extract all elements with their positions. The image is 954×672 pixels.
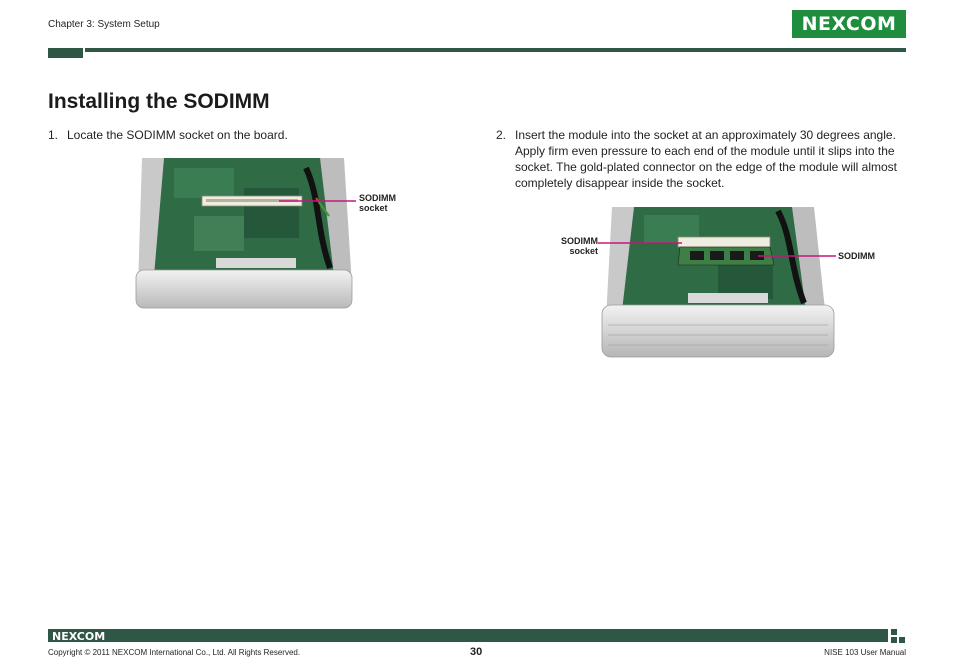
page-title: Installing the SODIMM [48, 90, 270, 113]
nexcom-logo: NEXCOM [792, 10, 906, 38]
step-2-text: Insert the module into the socket at an … [515, 128, 898, 190]
figure-2-socket-callout-line1: SODIMM [561, 236, 598, 246]
figure-1-callout-line2: socket [359, 203, 388, 213]
figure-1-callout: SODIMM socket [359, 193, 396, 213]
footer-bar [48, 629, 888, 642]
figure-2-socket-callout-line2: socket [569, 246, 598, 256]
step-1-text: Locate the SODIMM socket on the board. [67, 128, 288, 142]
step-1: 1. Locate the SODIMM socket on the board… [48, 127, 448, 143]
figure-1-sodimm-socket-photo [135, 158, 356, 309]
copyright-text: Copyright © 2011 NEXCOM International Co… [48, 648, 301, 657]
page-number: 30 [470, 646, 483, 658]
footer-logo: NEXCOM [52, 630, 106, 643]
footer-corner-mark [899, 637, 905, 643]
manual-name: NISE 103 User Manual [824, 648, 906, 657]
chapter-label: Chapter 3: System Setup [48, 19, 160, 30]
footer-corner-mark [891, 637, 897, 643]
step-2: 2. Insert the module into the socket at … [496, 127, 908, 191]
figure-2-module-callout: SODIMM [838, 251, 875, 261]
logo-text: NEXCOM [801, 13, 897, 35]
figure-2-sodimm-insert-photo [598, 207, 836, 358]
step-2-number: 2. [496, 128, 507, 142]
figure-2-socket-callout: SODIMM socket [558, 236, 598, 256]
header-accent-block [48, 48, 83, 58]
header-rule [85, 48, 906, 52]
step-1-number: 1. [48, 128, 59, 142]
figure-1-callout-line1: SODIMM [359, 193, 396, 203]
footer-corner-mark [891, 629, 897, 635]
